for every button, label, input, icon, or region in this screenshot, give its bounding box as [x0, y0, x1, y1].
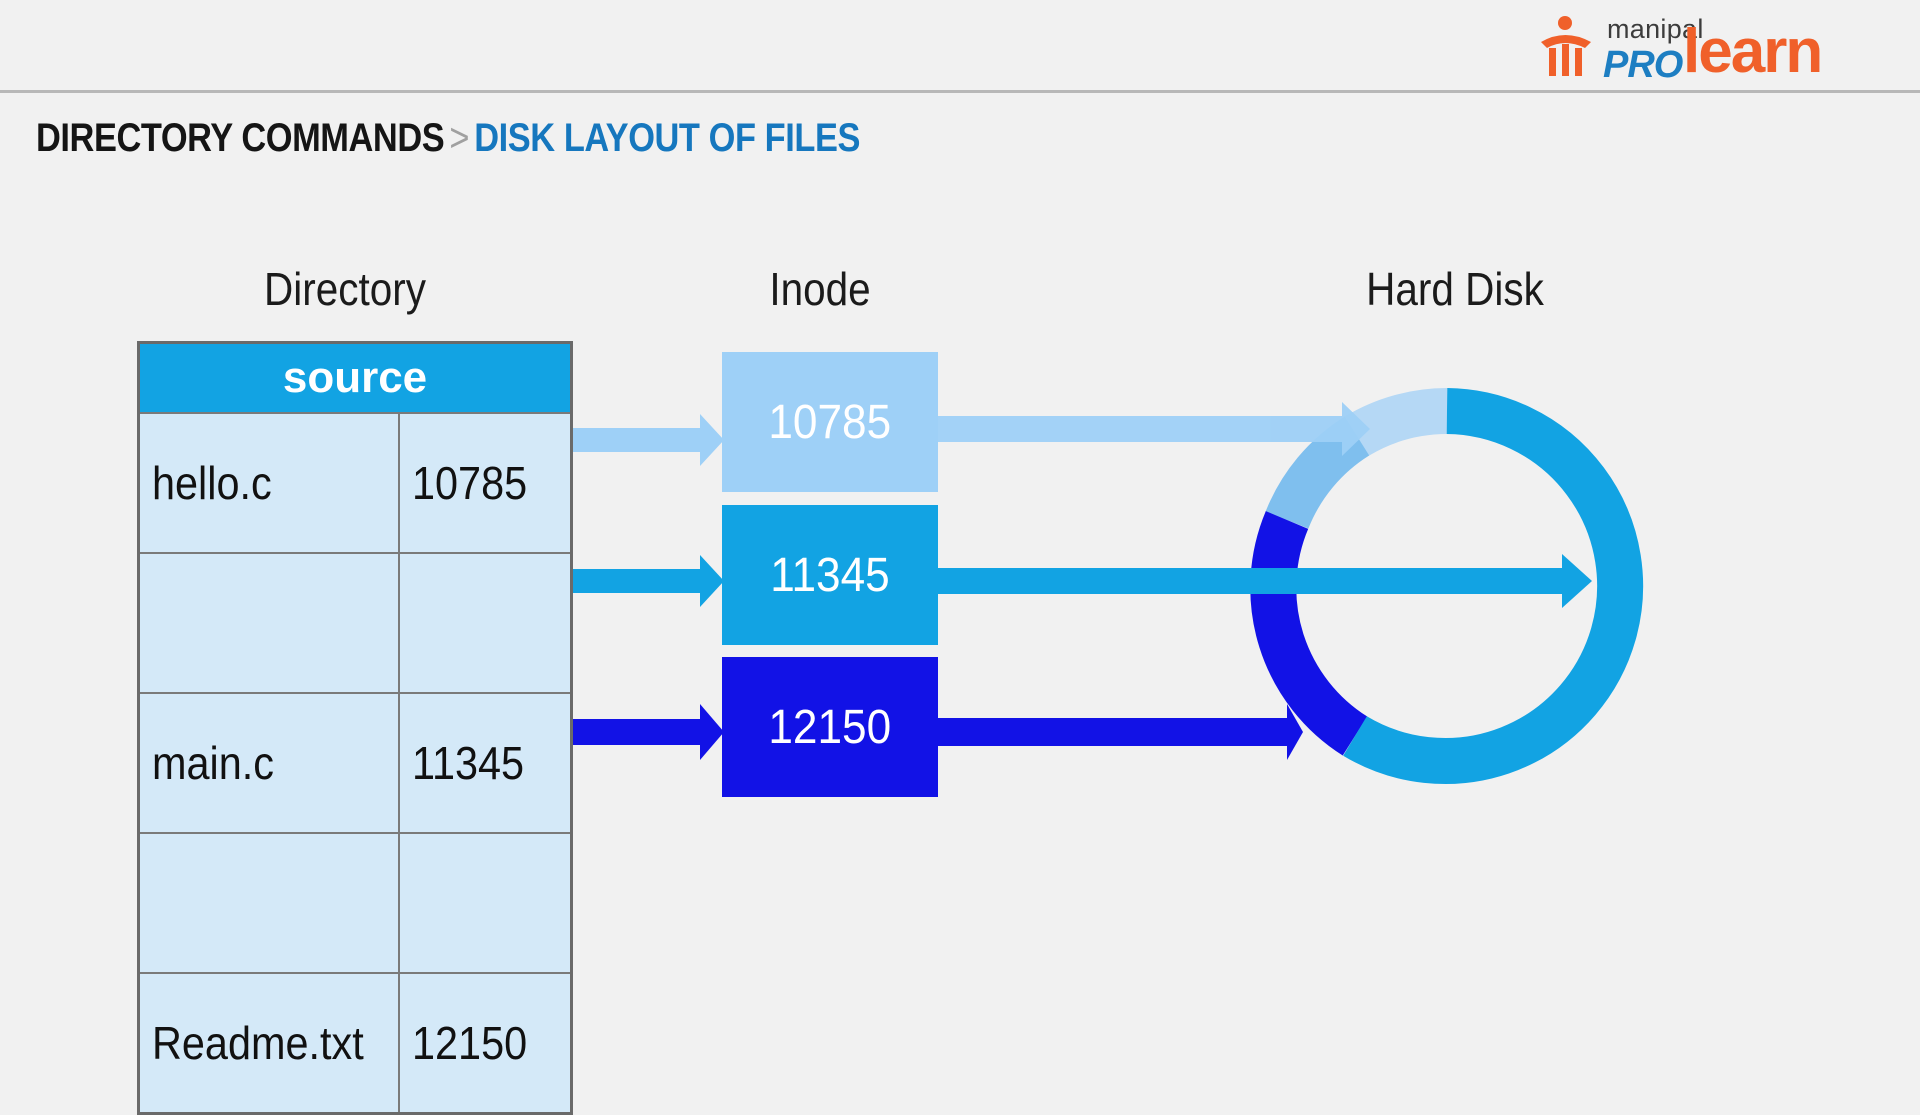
logo-manipal-text: manipal — [1607, 14, 1704, 44]
file-name-cell — [137, 552, 400, 694]
table-row — [137, 832, 573, 974]
file-name-cell — [137, 832, 400, 974]
table-row: main.c 11345 — [137, 692, 573, 834]
directory-table-header: source — [137, 341, 573, 414]
dir-to-inode-arrow-3 — [553, 704, 724, 760]
table-row: hello.c 10785 — [137, 412, 573, 554]
inode-box-1: 10785 — [722, 352, 938, 492]
disk-segment-main — [1343, 388, 1644, 784]
inode-number-cell: 11345 — [398, 692, 573, 834]
file-name-cell: main.c — [137, 692, 400, 834]
table-row — [137, 552, 573, 694]
inode-to-disk-arrow-3 — [938, 704, 1303, 760]
breadcrumb-current: DISK LAYOUT OF FILES — [474, 116, 861, 160]
file-name-cell: Readme.txt — [137, 972, 400, 1115]
inode-number-cell — [398, 552, 573, 694]
manipal-prolearn-logo: manipal PRO learn — [1535, 12, 1875, 86]
dir-to-inode-arrow-2 — [553, 555, 724, 607]
inode-number-cell — [398, 832, 573, 974]
inode-heading: Inode — [769, 263, 871, 315]
inode-to-disk-arrow-1 — [938, 402, 1370, 456]
inode-number: 12150 — [768, 700, 892, 754]
inode-number: 10785 — [768, 395, 892, 449]
breadcrumb: DIRECTORY COMMANDS>DISK LAYOUT OF FILES — [36, 116, 860, 161]
logo-learn-text: learn — [1683, 17, 1823, 86]
breadcrumb-separator: > — [449, 116, 470, 160]
logo-pro-text: PRO — [1603, 44, 1683, 86]
directory-heading: Directory — [264, 263, 426, 315]
inode-box-2: 11345 — [722, 505, 938, 645]
directory-table: source hello.c 10785 main.c 11345 Readme… — [137, 341, 573, 1115]
inode-box-3: 12150 — [722, 657, 938, 797]
file-name-cell: hello.c — [137, 412, 400, 554]
disk-segment-readme — [1250, 511, 1368, 756]
dir-to-inode-arrow-1 — [553, 414, 724, 466]
table-row: Readme.txt 12150 — [137, 972, 573, 1115]
diagram-graphics — [553, 388, 1644, 784]
top-bar: manipal PRO learn — [0, 0, 1920, 93]
breadcrumb-root: DIRECTORY COMMANDS — [36, 116, 445, 160]
hard-disk-heading: Hard Disk — [1366, 263, 1544, 315]
manipal-person-icon — [1541, 16, 1591, 76]
inode-number-cell: 12150 — [398, 972, 573, 1115]
inode-number: 11345 — [770, 548, 890, 602]
inode-number-cell: 10785 — [398, 412, 573, 554]
disk-segment-hello-1 — [1345, 388, 1448, 457]
inode-to-disk-arrow-2 — [938, 554, 1592, 608]
